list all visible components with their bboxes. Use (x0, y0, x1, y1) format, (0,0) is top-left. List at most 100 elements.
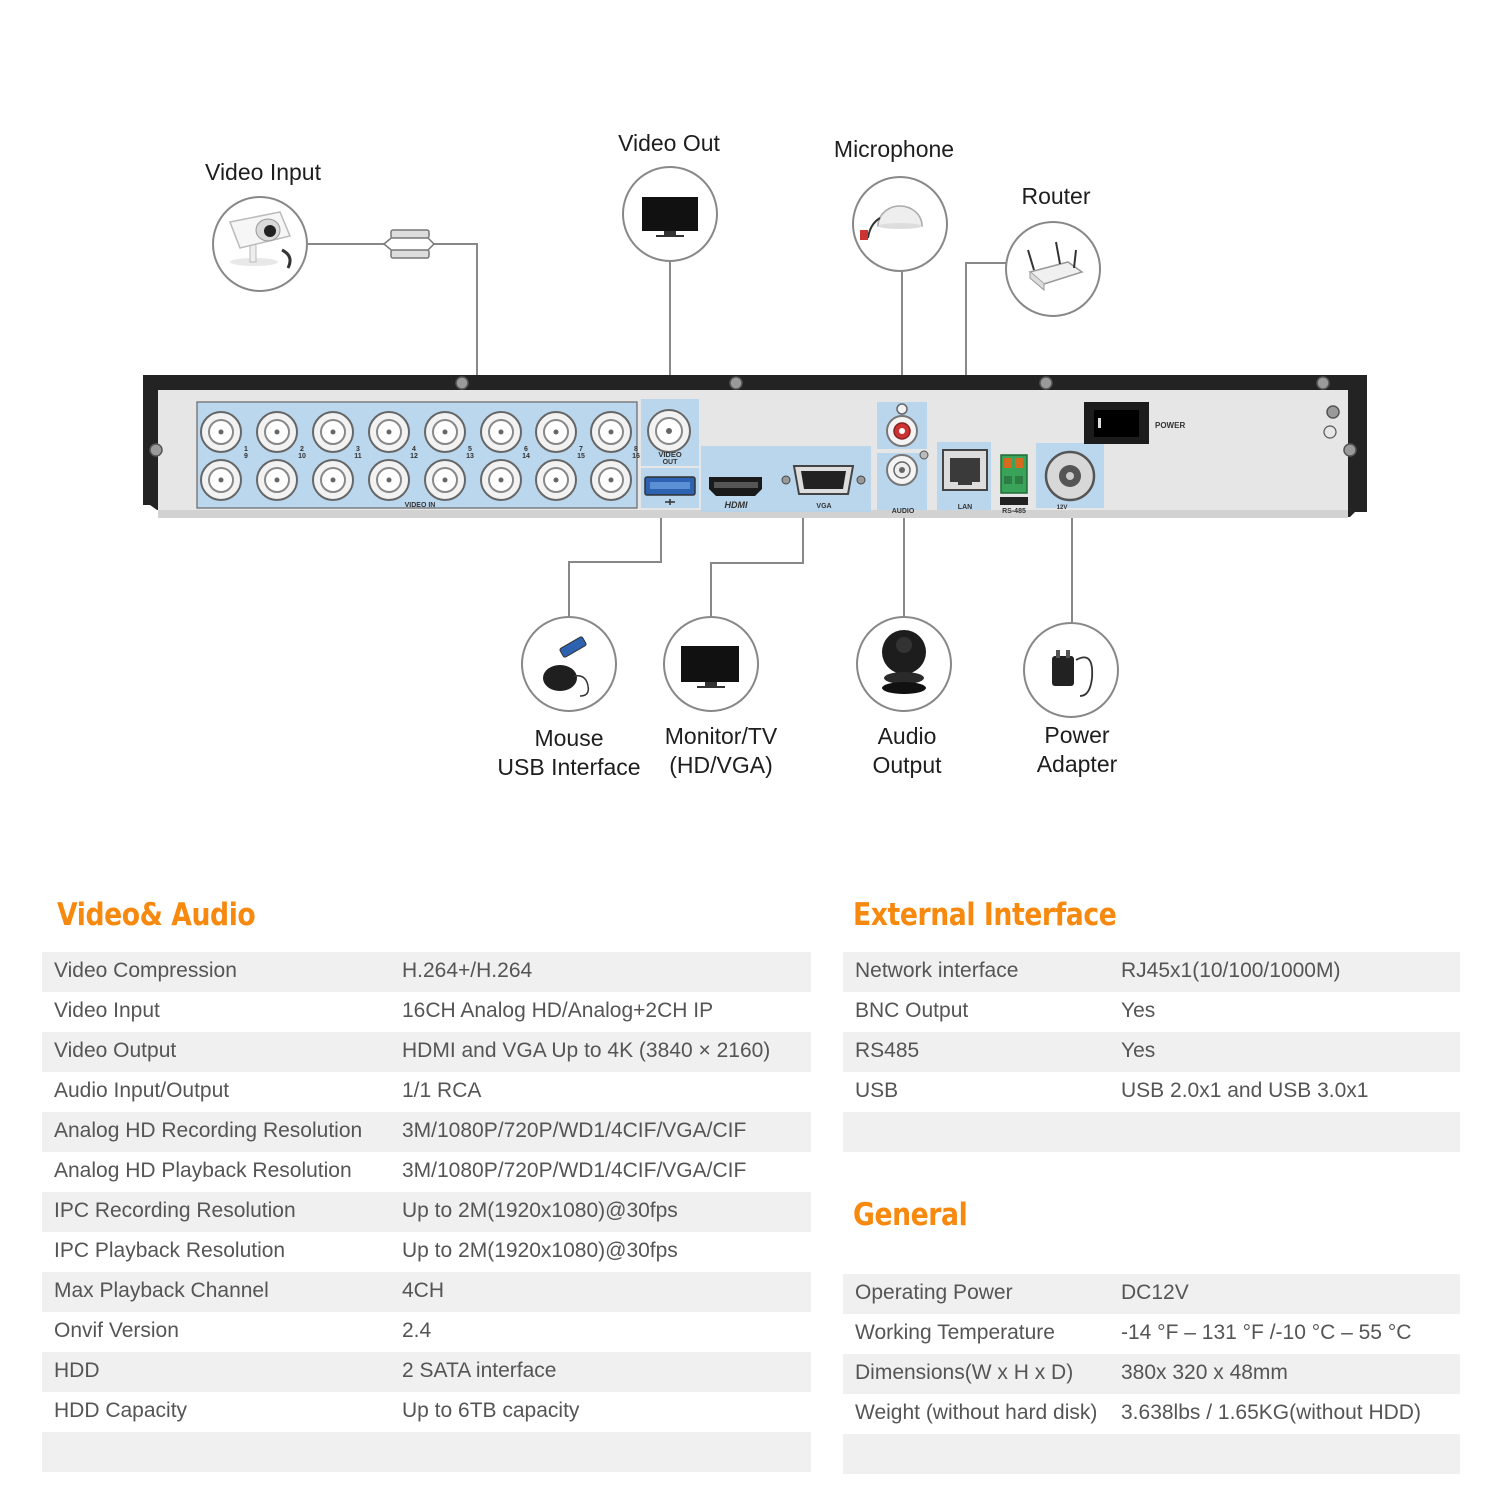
audio-panel-label: AUDIO (892, 508, 915, 515)
spec-row: Analog HD Recording Resolution 3M/1080P/7… (42, 1112, 811, 1152)
monitor-tv-label-line2: (HD/VGA) (669, 752, 773, 778)
spec-value: 1/1 RCA (402, 1079, 482, 1102)
bnc-channel-number: 4 (412, 446, 416, 453)
bnc-channel-number: 6 (524, 446, 528, 453)
spec-value: 2 SATA interface (402, 1359, 557, 1382)
lan-panel-label: LAN (958, 504, 972, 511)
connector-lines (307, 243, 1073, 622)
video-out-panel-label-2: OUT (663, 459, 679, 466)
external-interface-title: External Interface (853, 897, 1117, 933)
bnc-input-pin (386, 477, 392, 483)
audio-output-label-line1: Audio (877, 723, 937, 749)
chassis-screws (149, 376, 1357, 457)
spec-label: IPC Recording Resolution (54, 1199, 296, 1222)
bnc-channel-number: 15 (577, 453, 585, 460)
spec-label: BNC Output (855, 999, 969, 1022)
spec-label: Video Input (54, 999, 160, 1022)
spec-value: HDMI and VGA Up to 4K (3840 × 2160) (402, 1039, 771, 1062)
bnc-input-pin (498, 429, 504, 435)
rs485-panel-label: RS-485 (1002, 508, 1026, 515)
video-out-label: Video Out (618, 130, 720, 156)
spec-value: USB 2.0x1 and USB 3.0x1 (1121, 1079, 1369, 1102)
spec-label: RS485 (855, 1039, 920, 1062)
monitor-tv-icon (663, 616, 759, 712)
bnc-input-pin (608, 429, 614, 435)
mouse-usb-label-line1: Mouse (534, 725, 604, 751)
bnc-input-pin (608, 477, 614, 483)
general-title: General (853, 1197, 968, 1233)
bnc-channel-number: 16 (632, 453, 640, 460)
spec-value: Up to 6TB capacity (402, 1399, 580, 1422)
bnc-input-pin (218, 477, 224, 483)
microphone-icon (852, 176, 948, 272)
bnc-input-pin (330, 477, 336, 483)
video-audio-title: Video& Audio (57, 897, 256, 933)
bnc-channel-number: 8 (634, 446, 638, 453)
router-label: Router (1021, 183, 1091, 209)
spec-value: 380x 320 x 48mm (1121, 1361, 1288, 1384)
mouse-usb-label-line2: USB Interface (497, 754, 641, 780)
spec-row (42, 1432, 811, 1472)
bnc-input-pin (442, 429, 448, 435)
bnc-input-pin (218, 429, 224, 435)
spec-value: -14 °F – 131 °F /-10 °C – 55 °C (1121, 1321, 1412, 1344)
power-jack (1044, 450, 1096, 502)
video-in-frame (196, 401, 638, 509)
spec-value: Up to 2M(1920x1080)@30fps (402, 1239, 678, 1262)
bnc-channel-number: 10 (298, 453, 306, 460)
power-supply-panel-label: 12V (1057, 505, 1068, 511)
spec-row: IPC Recording Resolution Up to 2M(1920x10… (42, 1192, 811, 1232)
bnc-input-pin (442, 477, 448, 483)
spec-label: IPC Playback Resolution (54, 1239, 286, 1262)
bnc-input-pin (553, 429, 559, 435)
bnc-input-pin (274, 477, 280, 483)
bnc-channel-number: 12 (410, 453, 418, 460)
hdmi-panel-label: HDMI (725, 500, 748, 510)
monitor-tv-label-line1: Monitor/TV (664, 723, 778, 749)
bnc-input-pin (498, 477, 504, 483)
power-switch-panel-label: POWER (1155, 421, 1185, 430)
mouse-usb-label: Mouse USB Interface (497, 724, 640, 782)
ground-icon (1323, 425, 1337, 439)
spec-label: USB (855, 1079, 899, 1102)
bnc-input-pin (330, 429, 336, 435)
audio-rca-ports (886, 403, 929, 486)
spec-value: RJ45x1(10/100/1000M) (1121, 959, 1341, 982)
bnc-channel-number: 11 (354, 453, 362, 460)
spec-value: 3M/1080P/720P/WD1/4CIF/VGA/CIF (402, 1159, 747, 1182)
power-adapter-label-line1: Power (1044, 722, 1110, 748)
spec-row: Weight (without hard disk) 3.638lbs / 1.6… (843, 1394, 1460, 1434)
spec-label: Onvif Version (54, 1319, 179, 1342)
spec-label: Weight (without hard disk) (855, 1401, 1098, 1424)
spec-value: DC12V (1121, 1281, 1189, 1304)
video-in-panel-label: VIDEO IN (405, 502, 436, 509)
spec-value: Up to 2M(1920x1080)@30fps (402, 1199, 678, 1222)
spec-value: 3M/1080P/720P/WD1/4CIF/VGA/CIF (402, 1119, 747, 1142)
spec-row (843, 1112, 1460, 1152)
vga-port (781, 465, 866, 495)
spec-row: IPC Playback Resolution Up to 2M(1920x108… (42, 1232, 811, 1272)
video-out-panel-label-1: VIDEO (658, 450, 682, 459)
bnc-input-pin (553, 477, 559, 483)
monitor-icon (622, 166, 718, 262)
bnc-channel-number: 7 (579, 446, 583, 453)
power-adapter-label-line2: Adapter (1036, 751, 1118, 777)
bnc-channel-number: 9 (244, 453, 248, 460)
spec-label: Video Compression (54, 959, 237, 982)
spec-label: Max Playback Channel (54, 1279, 269, 1302)
rs485-terminal (1000, 454, 1028, 505)
bnc-video-out-port (647, 409, 691, 453)
spec-value: 3.638lbs / 1.65KG(without HDD) (1121, 1401, 1421, 1424)
spec-label: Analog HD Recording Resolution (54, 1119, 363, 1142)
